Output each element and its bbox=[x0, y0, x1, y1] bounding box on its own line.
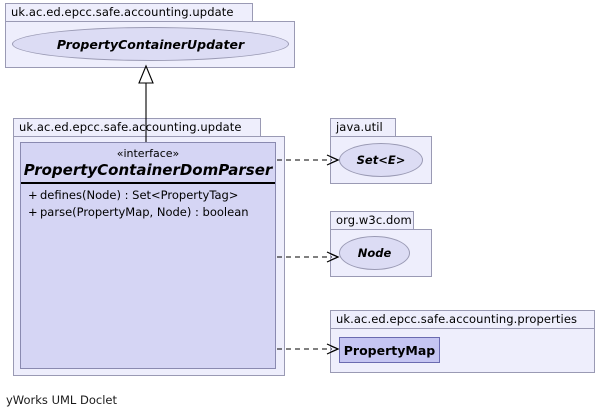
interface-name: PropertyContainerDomParser bbox=[23, 161, 273, 179]
package-properties-tab-label: uk.ac.ed.epcc.safe.accounting.properties bbox=[330, 310, 595, 329]
node-dom-node[interactable]: Node bbox=[339, 236, 410, 270]
operation-visibility: + bbox=[28, 205, 38, 219]
operation-row: +defines(Node) : Set<PropertyTag> bbox=[21, 187, 275, 204]
package-parser-tab-label: uk.ac.ed.epcc.safe.accounting.update bbox=[13, 118, 261, 137]
interface-separator bbox=[21, 182, 275, 184]
edge-dependency-node bbox=[277, 251, 340, 263]
package-org-w3c-dom-tab-label: org.w3c.dom bbox=[330, 211, 414, 230]
operation-row: +parse(PropertyMap, Node) : boolean bbox=[21, 204, 275, 221]
package-updater-tab-label: uk.ac.ed.epcc.safe.accounting.update bbox=[5, 3, 253, 22]
operation-visibility: + bbox=[28, 188, 38, 202]
operation-signature: defines(Node) : Set<PropertyTag> bbox=[40, 188, 239, 202]
node-property-container-updater[interactable]: PropertyContainerUpdater bbox=[12, 27, 289, 61]
node-property-container-dom-parser[interactable]: «interface» PropertyContainerDomParser +… bbox=[20, 142, 276, 369]
interface-stereotype: «interface» bbox=[116, 147, 180, 160]
interface-operations: +defines(Node) : Set<PropertyTag> +parse… bbox=[21, 184, 275, 221]
node-set-e[interactable]: Set<E> bbox=[339, 143, 423, 177]
operation-signature: parse(PropertyMap, Node) : boolean bbox=[40, 205, 249, 219]
node-property-map[interactable]: PropertyMap bbox=[339, 337, 440, 363]
diagram-footer-label: yWorks UML Doclet bbox=[6, 393, 117, 407]
edge-dependency-property-map bbox=[277, 343, 340, 355]
package-java-util-tab-label: java.util bbox=[330, 118, 396, 137]
edge-dependency-set bbox=[277, 154, 340, 166]
